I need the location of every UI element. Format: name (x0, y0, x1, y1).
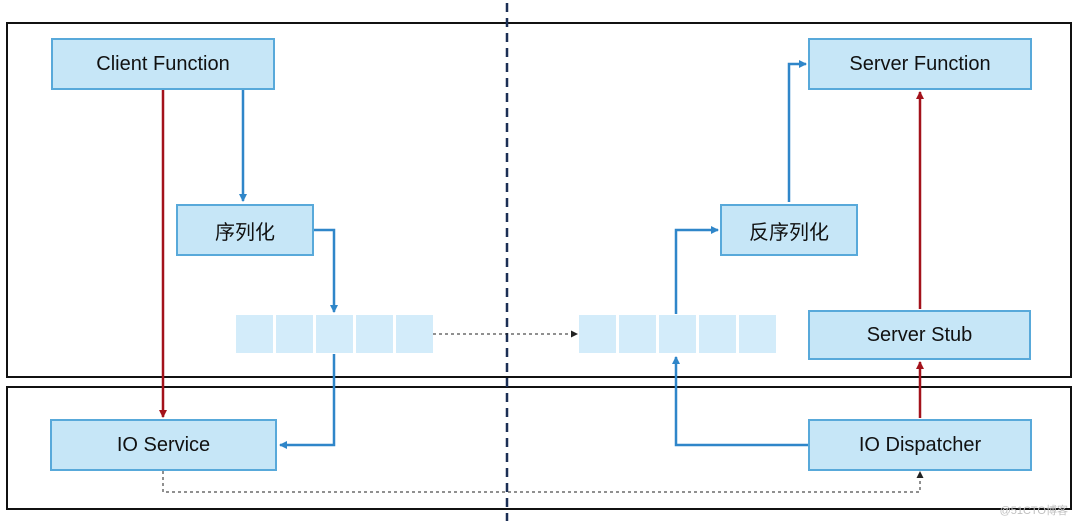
buffer-cell (699, 315, 736, 353)
dispatcher-to-buffer-arrow (672, 356, 808, 447)
io-service-label: IO Service (116, 433, 211, 456)
buffer-cell (356, 315, 393, 353)
server-function-node: Server Function (808, 38, 1032, 90)
client-function-node: Client Function (51, 38, 275, 90)
client-buffer (236, 315, 433, 353)
serialize-node: 序列化 (176, 204, 314, 256)
client-server-logic-frame (6, 22, 1072, 378)
io-service-node: IO Service (50, 419, 277, 471)
server-stub-node: Server Stub (808, 310, 1031, 360)
buffer-cell (659, 315, 696, 353)
deserialize-node: 反序列化 (720, 204, 858, 256)
client-function-label: Client Function (96, 52, 230, 75)
io-dispatcher-node: IO Dispatcher (808, 419, 1032, 471)
buffer-cell (739, 315, 776, 353)
server-function-label: Server Function (849, 52, 991, 75)
buffer-to-io-service-arrow (279, 354, 336, 449)
buffer-cell (579, 315, 616, 353)
network-transfer-arrow (162, 471, 924, 493)
serialize-to-buffer-arrow (314, 228, 338, 313)
buffer-cell (619, 315, 656, 353)
buffer-cell (316, 315, 353, 353)
buffer-to-deserialize-arrow (674, 226, 719, 314)
server-stub-label: Server Stub (866, 323, 973, 346)
watermark: @51CTO博客 (999, 505, 1068, 517)
deserialize-label: 反序列化 (749, 221, 829, 244)
server-buffer (579, 315, 776, 353)
io-dispatcher-label: IO Dispatcher (858, 433, 982, 456)
deserialize-to-server-function-arrow (787, 60, 807, 202)
buffer-cell (236, 315, 273, 353)
serialize-label: 序列化 (215, 221, 275, 244)
buffer-cell (276, 315, 313, 353)
buffer-cell (396, 315, 433, 353)
io-layer-frame (6, 386, 1072, 510)
